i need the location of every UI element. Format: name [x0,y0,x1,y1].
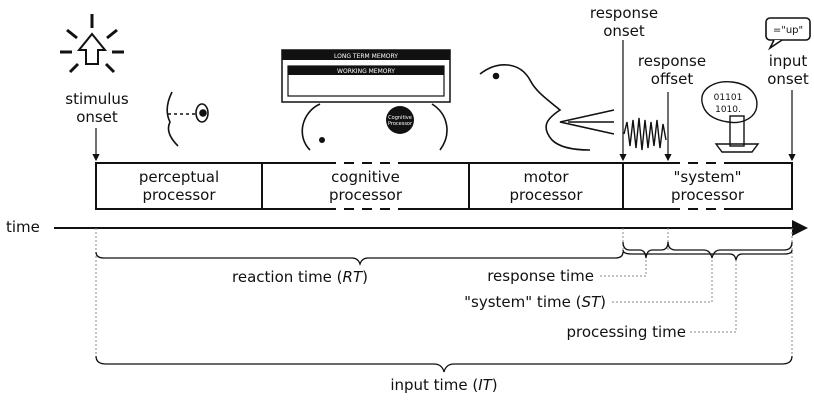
computer-icon: 01101 1010. [701,81,760,153]
cognitive-processor-label: cognitive processor [262,168,469,204]
long-term-memory-label: LONG TERM MEMORY [334,53,398,60]
response-time-label: response time [487,267,594,285]
cognitive-processor-label-1: Cognitive [388,115,412,121]
system-line-2: processor [671,186,744,204]
reaction-time-label: reaction time (RT) [200,268,400,286]
time-axis-label: time [6,218,40,236]
response-onset-line-2: onset [603,22,645,40]
response-onset-label: response onset [582,4,666,40]
system-time-text: "system" time ( [464,293,582,311]
perceptual-line-2: processor [142,186,216,204]
system-line-1: "system" [673,168,742,186]
eye-face-icon [166,91,209,147]
binary-line-2: 1010. [715,105,741,115]
perceptual-line-1: perceptual [138,168,220,186]
system-time-label: "system" time (ST) [420,293,606,311]
stimulus-onset-line-1: stimulus [65,90,129,108]
input-time-text: input time ( [390,376,479,394]
response-waveform-icon [623,117,667,151]
binary-line-1: 01101 [714,93,743,103]
event-markers [92,40,796,162]
reaction-time-abbr: RT [342,268,363,286]
memory-box-icon: LONG TERM MEMORY WORKING MEMORY Cognitiv… [281,49,451,151]
response-onset-line-1: response [589,4,659,22]
motor-line-2: processor [509,186,583,204]
system-time-abbr: ST [581,293,601,311]
cognitive-processor-label-2: Processor [388,121,413,127]
motor-processor-label: motor processor [469,168,623,204]
response-offset-line-1: response [637,52,707,70]
input-onset-label: input onset [762,52,814,88]
response-offset-label: response offset [630,52,714,88]
system-processor-label: "system" processor [623,168,792,204]
input-time-label: input time (IT) [344,376,544,394]
working-memory-label: WORKING MEMORY [337,68,395,75]
interval-braces [95,241,793,373]
reaction-time-close: ) [362,268,368,286]
speech-bubble-icon: ="up" [765,17,811,51]
speech-bubble-text: ="up" [773,25,803,36]
input-onset-line-1: input [768,52,808,70]
stimulus-burst-icon [60,14,124,74]
perceptual-processor-label: perceptual processor [96,168,262,204]
reaction-time-text: reaction time ( [232,268,343,286]
processor-bar [95,162,793,210]
input-time-close: ) [491,376,498,394]
mouth-face-icon [479,64,615,151]
stimulus-onset-label: stimulus onset [52,90,142,126]
cognitive-line-1: cognitive [331,168,400,186]
input-onset-line-2: onset [767,70,809,88]
motor-line-1: motor [523,168,569,186]
system-time-close: ) [600,293,606,311]
cognitive-line-2: processor [329,186,402,204]
input-time-abbr: IT [478,376,492,394]
processing-time-label: processing time [566,323,687,341]
stimulus-onset-line-2: onset [76,108,118,126]
response-offset-line-2: offset [650,70,694,88]
